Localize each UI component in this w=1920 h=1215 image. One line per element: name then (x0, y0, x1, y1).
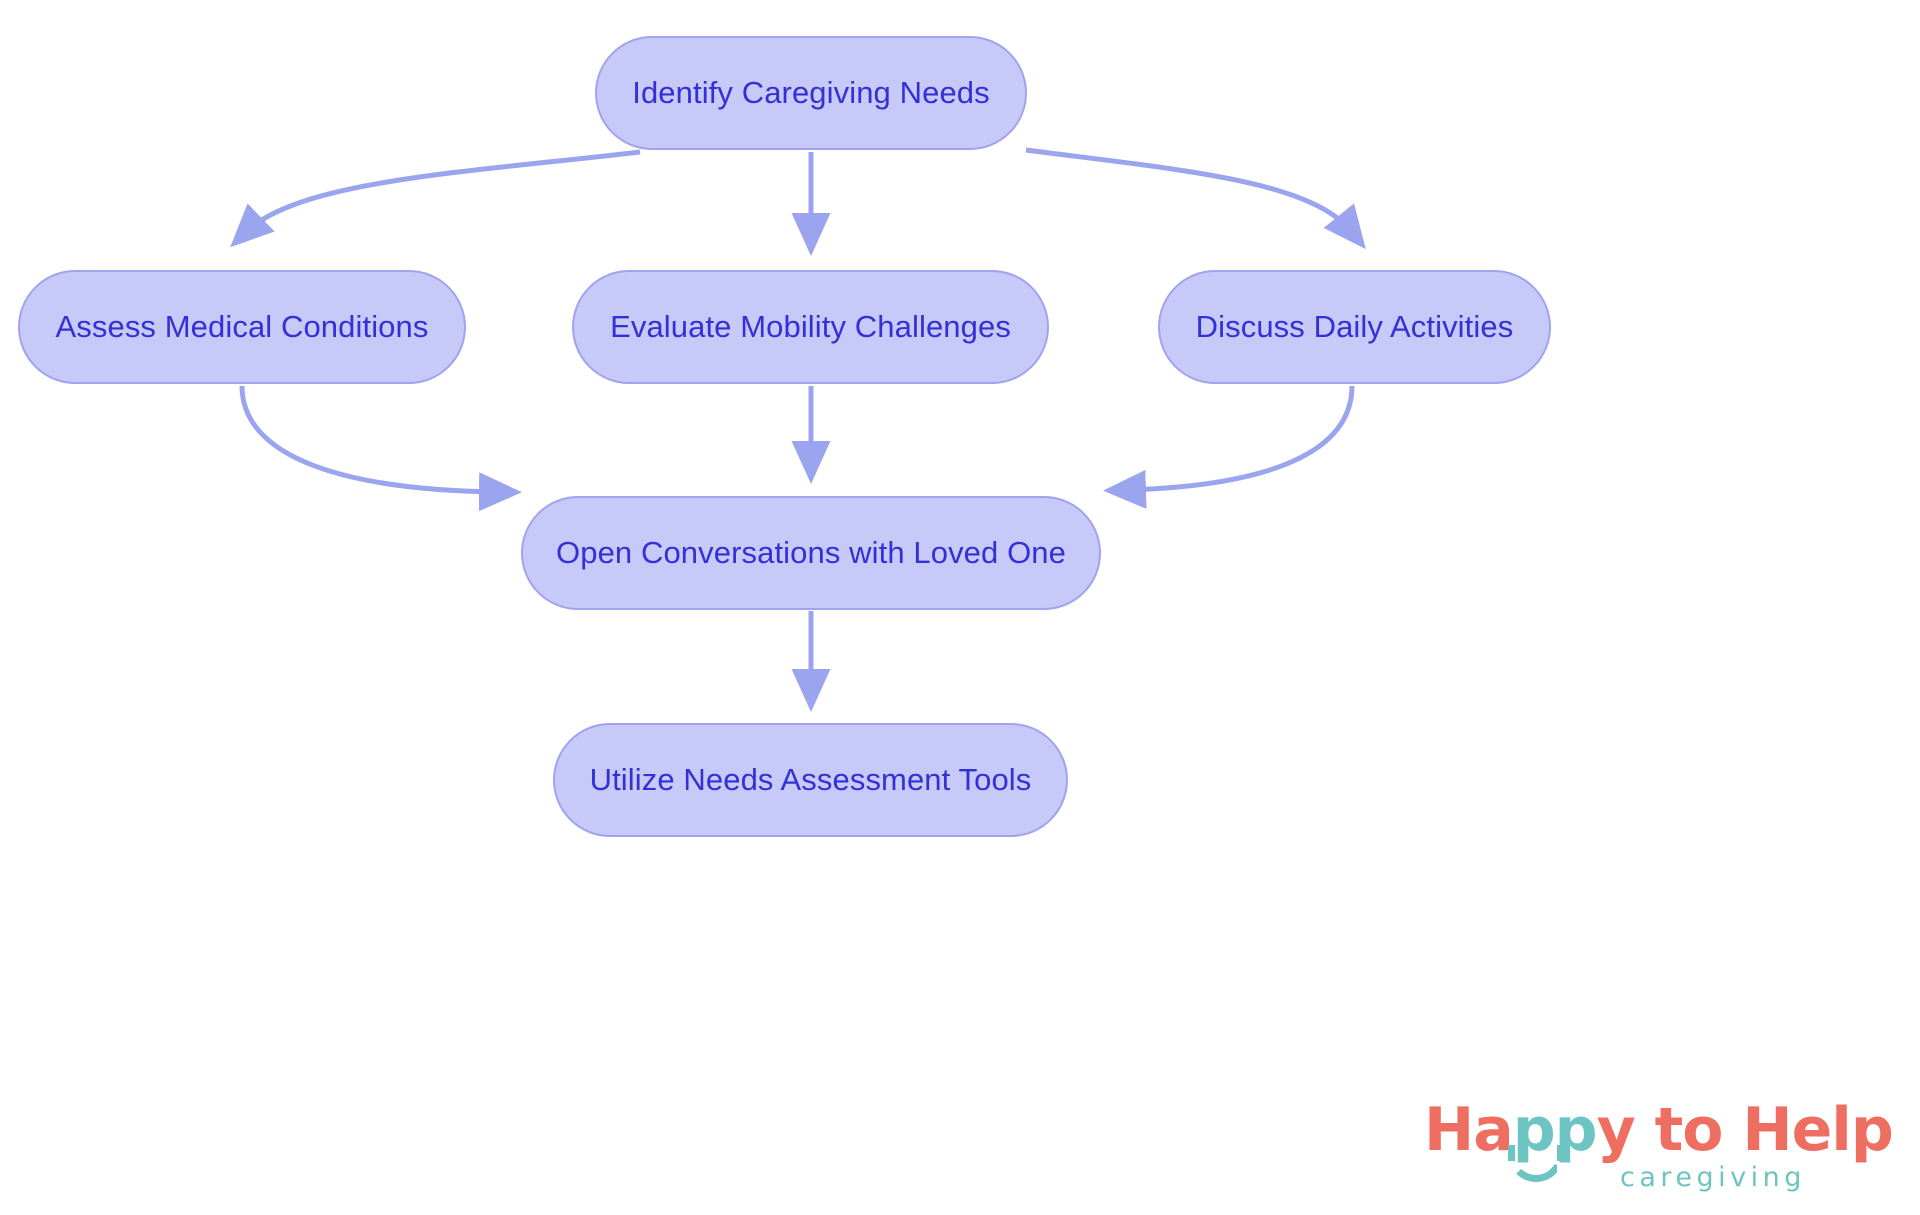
edge-identify-to-assess (230, 149, 641, 248)
node-label: Evaluate Mobility Challenges (610, 309, 1011, 345)
edge-discuss-to-open (1103, 385, 1355, 509)
logo-word-part-1: Ha (1424, 1095, 1514, 1165)
happy-to-help-logo: Happy to Help caregiving (1424, 1100, 1894, 1200)
logo-word-part-3: y to Help (1596, 1095, 1894, 1165)
logo-tagline: caregiving (1620, 1162, 1806, 1193)
logo-wordmark: Happy to Help (1424, 1100, 1894, 1160)
smile-icon (1508, 1145, 1564, 1182)
node-label: Open Conversations with Loved One (556, 535, 1066, 571)
node-label: Identify Caregiving Needs (632, 75, 990, 111)
node-utilize-needs-assessment-tools[interactable]: Utilize Needs Assessment Tools (553, 723, 1068, 837)
node-label: Utilize Needs Assessment Tools (589, 762, 1032, 798)
edge-assess-to-open (239, 385, 522, 512)
node-open-conversations-with-loved-one[interactable]: Open Conversations with Loved One (521, 496, 1101, 610)
logo-word-part-2: pp (1512, 1095, 1598, 1165)
node-identify-caregiving-needs[interactable]: Identify Caregiving Needs (595, 36, 1027, 150)
node-label: Discuss Daily Activities (1195, 309, 1514, 345)
node-discuss-daily-activities[interactable]: Discuss Daily Activities (1158, 270, 1551, 384)
edge-identify-to-discuss (1025, 147, 1366, 250)
node-evaluate-mobility-challenges[interactable]: Evaluate Mobility Challenges (572, 270, 1049, 384)
node-label: Assess Medical Conditions (55, 309, 429, 345)
node-assess-medical-conditions[interactable]: Assess Medical Conditions (18, 270, 466, 384)
